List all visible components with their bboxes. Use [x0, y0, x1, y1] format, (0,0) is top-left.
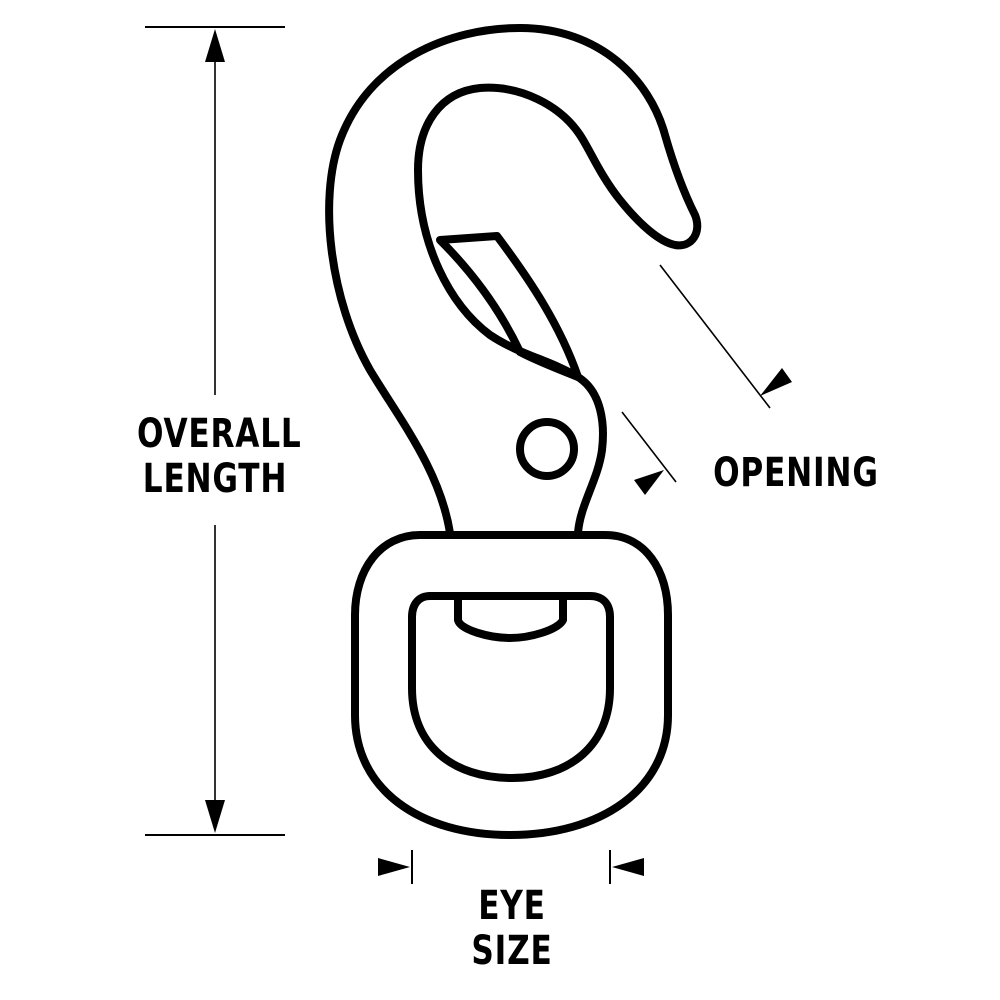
eye-size-label: EYE SIZE [434, 884, 590, 974]
overall-length-label: OVERALL LENGTH [137, 411, 302, 502]
overall-length-label-line1: OVERALL [137, 411, 302, 457]
eye-size-label-line2: SIZE [471, 927, 553, 974]
hook-outer-outline [325, 24, 702, 537]
hook-gate-latch [436, 232, 582, 381]
opening-arrow-upper-icon [760, 368, 792, 396]
arrow-down-icon [205, 800, 225, 833]
swivel-tab [454, 596, 567, 642]
eye-outer-outline [351, 531, 672, 839]
arrow-up-icon [205, 29, 225, 62]
arrow-right-icon [378, 858, 410, 876]
opening-label-text: OPENING [713, 450, 879, 496]
opening-label: OPENING [713, 450, 879, 496]
opening-extension-line-lower [621, 411, 677, 483]
overall-length-label-line2: LENGTH [142, 455, 288, 502]
overall-length-dimension [145, 26, 285, 836]
opening-arrow-lower-icon [634, 470, 664, 495]
eye-inner-outline [408, 592, 614, 782]
opening-extension-line-upper [659, 264, 771, 409]
rivet-circle [516, 418, 578, 480]
hook-body [325, 24, 702, 839]
arrow-left-icon [612, 858, 644, 876]
eye-size-label-line1: EYE [478, 883, 546, 929]
eye-size-dimension [378, 850, 644, 884]
opening-dimension [621, 264, 792, 495]
